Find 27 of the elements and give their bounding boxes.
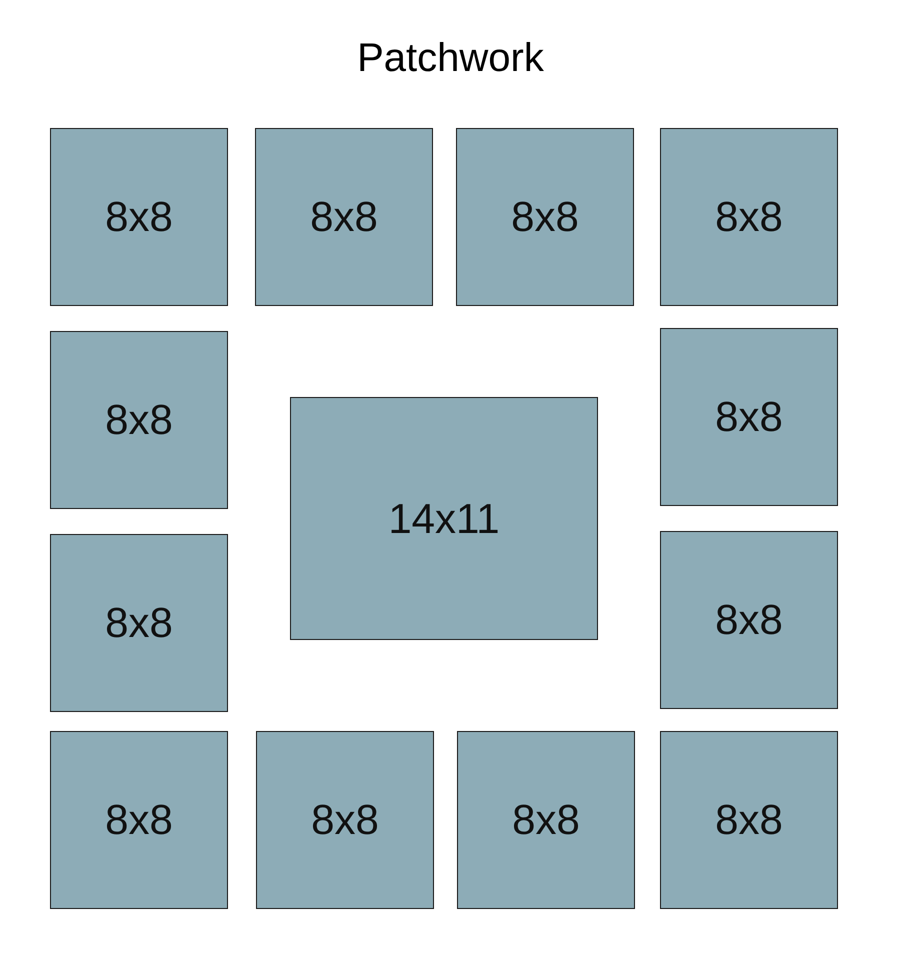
patch — [255, 128, 433, 306]
patch — [50, 731, 228, 909]
patch — [456, 128, 634, 306]
size-label: 14x11 — [388, 494, 500, 542]
size-label: 8x8 — [105, 193, 173, 241]
patch — [660, 128, 838, 306]
patch — [457, 731, 635, 909]
patch — [660, 531, 838, 709]
patch — [50, 534, 228, 712]
size-label: 8x8 — [715, 796, 783, 844]
size-label: 8x8 — [715, 193, 783, 241]
patch — [50, 331, 228, 509]
size-label: 8x8 — [511, 193, 579, 241]
title: Patchwork — [356, 35, 545, 82]
patch — [50, 128, 228, 306]
patch — [660, 328, 838, 506]
size-label: 8x8 — [715, 393, 783, 441]
size-label: 8x8 — [715, 596, 783, 644]
size-label: 8x8 — [311, 796, 379, 844]
patch — [256, 731, 434, 909]
size-label: 8x8 — [512, 796, 580, 844]
size-label: 8x8 — [105, 396, 173, 444]
large-patch — [290, 397, 598, 640]
size-label: 8x8 — [310, 193, 378, 241]
size-label: 8x8 — [105, 796, 173, 844]
patch — [660, 731, 838, 909]
size-label: 8x8 — [105, 599, 173, 647]
